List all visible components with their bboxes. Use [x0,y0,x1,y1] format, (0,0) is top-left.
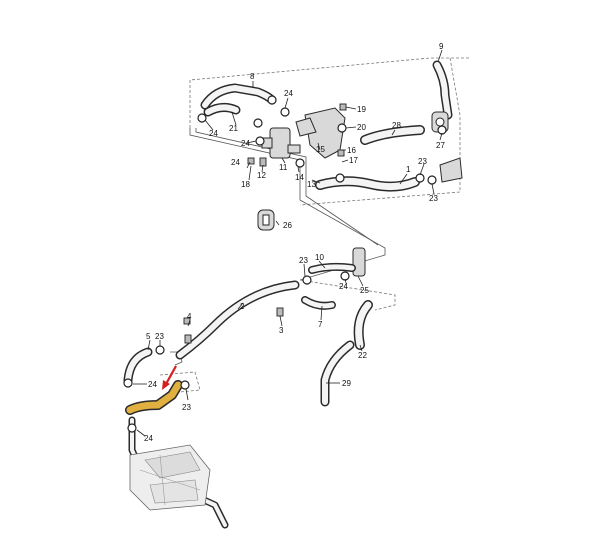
hose-7 [301,296,336,310]
label-29: 29 [342,379,351,388]
label-23: 23 [299,256,308,265]
label-28: 28 [392,121,401,130]
part-labels: 9 8 24 21 24 19 20 16 17 28 27 24 24 12 … [144,42,445,443]
label-24: 24 [339,282,348,291]
valve-block-11 [261,127,301,159]
guide-frame-lower [159,371,201,393]
label-27: 27 [436,141,445,150]
hose-8 [200,83,277,110]
label-24: 24 [241,139,250,148]
label-22: 22 [358,351,367,360]
highlighted-hose [125,380,183,415]
guide-frame-mid [299,279,396,311]
label-24: 24 [231,158,240,167]
label-4: 4 [187,312,192,321]
label-5: 5 [146,332,151,341]
label-21: 21 [229,124,238,133]
hose-9 [432,60,453,120]
label-13: 13 [307,180,316,189]
label-2: 2 [240,302,245,311]
label-8: 8 [250,72,255,81]
frame-upper [189,128,386,281]
guide-frame-top-right [299,57,461,206]
clamps [123,95,447,433]
label-23: 23 [429,194,438,203]
leader-lines [133,49,443,437]
label-23: 23 [418,157,427,166]
label-25: 25 [360,286,369,295]
frame-upper-inner [195,128,379,246]
hose-29 [320,340,355,407]
arrow-indicator [162,365,177,390]
label-18: 18 [241,180,250,189]
label-16: 16 [347,146,356,155]
label-9: 9 [439,42,444,51]
hose-5 [123,347,153,385]
pipe-2 [175,280,300,360]
label-26: 26 [283,221,292,230]
label-24: 24 [284,89,293,98]
label-24: 24 [144,434,153,443]
seal-26 [257,209,275,231]
hose-21 [203,102,241,117]
label-23: 23 [182,403,191,412]
label-3: 3 [279,326,284,335]
bolts [183,103,347,344]
label-7: 7 [318,320,323,329]
label-11: 11 [279,163,288,172]
label-15: 15 [316,145,325,154]
hose-1 [315,176,420,192]
hose-22 [353,300,373,350]
label-1: 1 [406,165,411,174]
label-17: 17 [349,156,358,165]
label-14: 14 [295,173,304,182]
hose-28 [360,125,425,145]
label-19: 19 [357,105,366,114]
label-23: 23 [155,332,164,341]
connector-25 [352,247,366,277]
hose-10 [308,262,356,274]
label-24: 24 [209,129,218,138]
label-10: 10 [315,253,324,262]
label-20: 20 [357,123,366,132]
engine-block [129,444,211,511]
label-24: 24 [148,380,157,389]
connector-right [439,157,463,183]
label-12: 12 [257,171,266,180]
